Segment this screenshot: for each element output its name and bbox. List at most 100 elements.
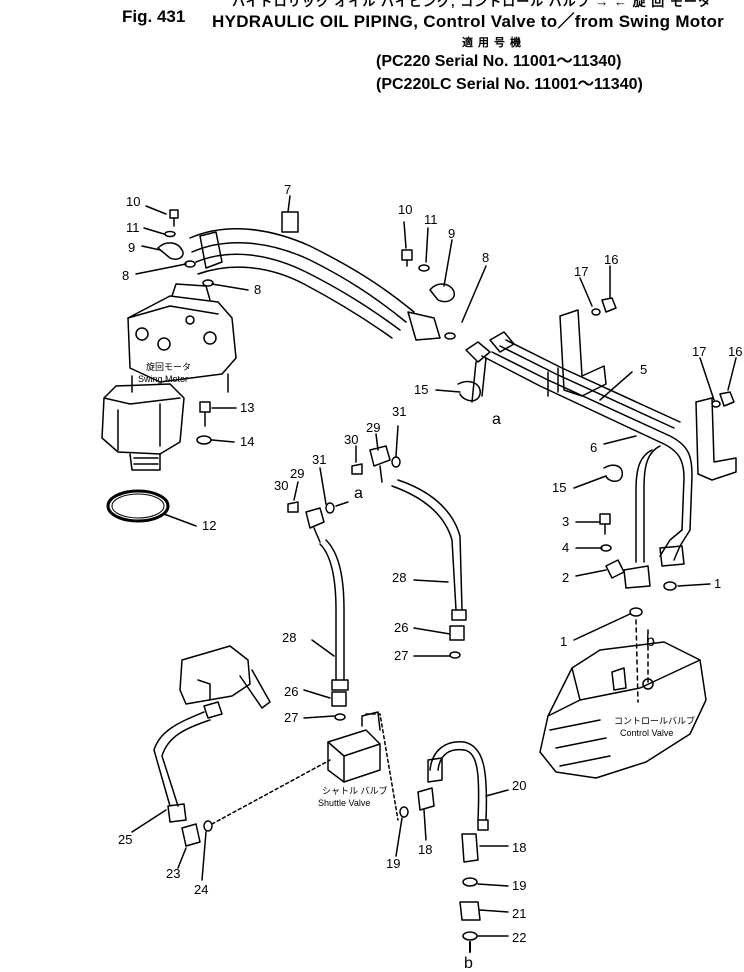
bracket-lower (695, 397, 737, 481)
callout-8: 8 (122, 268, 129, 283)
o-ring-12 (106, 489, 170, 523)
o-ring-24 (203, 820, 213, 832)
swing-motor-label: Swing Motor (138, 374, 188, 384)
hose-25 (153, 701, 223, 823)
callout-30: 30 (274, 478, 288, 493)
callout-10: 10 (126, 194, 140, 209)
callout-8: 8 (254, 282, 261, 297)
callout-26: 26 (284, 684, 298, 699)
title-japanese: ハイドロリック オイル パイピング, コントロール バルブ → ← 旋 回 モー… (232, 0, 712, 9)
callout-4: 4 (562, 540, 569, 555)
shuttle-valve (327, 711, 381, 783)
callout-29: 29 (290, 466, 304, 481)
callout-6: 6 (590, 440, 597, 455)
callout-16: 16 (604, 252, 618, 267)
bolt-10-right (401, 249, 413, 267)
washer-17-lower (711, 400, 721, 408)
callout-13: 13 (240, 400, 254, 415)
callout-1: 1 (714, 576, 721, 591)
reference-a: a (354, 485, 363, 502)
reference-b: b (464, 955, 473, 972)
callout-20: 20 (512, 778, 526, 793)
callout-18: 18 (512, 840, 526, 855)
callout-17: 17 (692, 344, 706, 359)
o-ring-1-left (629, 607, 643, 617)
callout-11: 11 (126, 220, 140, 235)
elbow-23 (181, 823, 201, 847)
connector-26-right (449, 625, 465, 641)
callout-27: 27 (284, 710, 298, 725)
swing-motor (101, 283, 237, 471)
o-ring-27-right (449, 651, 461, 659)
callout-11: 11 (424, 212, 438, 227)
washer-11-left (164, 230, 176, 238)
callout-9: 9 (128, 240, 135, 255)
callout-31: 31 (392, 404, 406, 419)
hose-7-pair (189, 211, 441, 341)
bolt-10-left (169, 209, 179, 227)
clip-15-upper (457, 380, 481, 402)
washer-14 (196, 435, 212, 445)
callout-10: 10 (398, 202, 412, 217)
callout-19: 19 (512, 878, 526, 893)
callout-15: 15 (414, 382, 428, 397)
callout-12: 12 (202, 518, 216, 533)
plug-30-lower (287, 501, 299, 513)
o-ring-27-left (334, 713, 346, 721)
clamp-9-right (429, 283, 455, 303)
flange-2 (605, 545, 685, 589)
figure-number: Fig. 431 (122, 7, 186, 26)
swing-motor-label-jp: 旋回モータ (146, 361, 191, 372)
nut-16-lower (719, 391, 735, 407)
nut-16-upper (601, 297, 617, 313)
elbow-18-left (417, 787, 435, 811)
control-valve (539, 641, 707, 779)
elbow-29-upper (369, 445, 391, 483)
o-ring-19-right (462, 877, 478, 887)
o-ring-22 (462, 931, 478, 941)
o-ring-1-right (663, 581, 677, 591)
connector-26-left (331, 691, 347, 707)
o-ring-31-lower (325, 502, 335, 514)
callout-8: 8 (482, 250, 489, 265)
o-ring-19-left (399, 806, 409, 818)
callout-27: 27 (394, 648, 408, 663)
callout-31: 31 (312, 452, 326, 467)
callout-3: 3 (562, 514, 569, 529)
fitting-bracket-left (179, 645, 271, 709)
serial-range-pc220lc: (PC220LC Serial No. 11001～11340) (376, 76, 643, 93)
callout-23: 23 (166, 866, 180, 881)
callout-24: 24 (194, 882, 208, 897)
callout-2: 2 (562, 570, 569, 585)
bolt-13 (199, 401, 211, 427)
control-valve-label: Control Valve (620, 728, 673, 738)
drawing-header: ハイドロリック オイル パイピング, コントロール バルブ → ← 旋 回 モー… (0, 0, 744, 100)
elbow-29-lower (305, 507, 325, 543)
hose-20 (427, 741, 489, 831)
plug-30-upper (351, 463, 363, 475)
callout-7: 7 (284, 182, 291, 197)
callout-14: 14 (240, 434, 254, 449)
figure-title: HYDRAULIC OIL PIPING, Control Valve to／f… (212, 12, 725, 31)
callout-18: 18 (418, 842, 432, 857)
callout-17: 17 (574, 264, 588, 279)
callout-22: 22 (512, 930, 526, 945)
callout-28: 28 (392, 570, 406, 585)
callout-28: 28 (282, 630, 296, 645)
clip-15-lower (603, 464, 623, 482)
hose-28-right (391, 479, 467, 621)
callout-25: 25 (118, 832, 132, 847)
control-valve-label-jp: コントロールバルブ (614, 715, 695, 726)
callout-9: 9 (448, 226, 455, 241)
callout-29: 29 (366, 420, 380, 435)
reference-a: a (492, 411, 501, 428)
bracket-upper (559, 309, 607, 397)
callout-21: 21 (512, 906, 526, 921)
callout-5: 5 (640, 362, 647, 377)
shuttle-valve-label-jp: シャトル バルブ (322, 785, 388, 796)
adapter-21 (459, 901, 481, 921)
bolt-3 (599, 513, 611, 535)
callout-1: 1 (560, 634, 567, 649)
callout-26: 26 (394, 620, 408, 635)
callout-15: 15 (552, 480, 566, 495)
